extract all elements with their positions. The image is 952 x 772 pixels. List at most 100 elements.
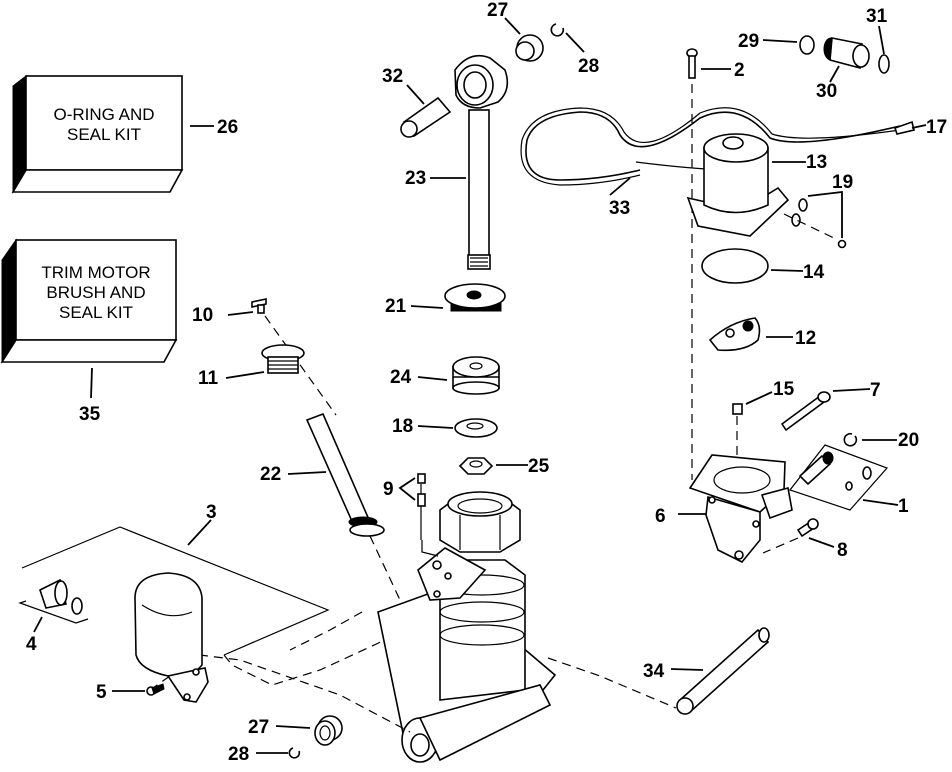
kit-label-line: TRIM MOTOR [41, 263, 150, 282]
part-tube [305, 412, 385, 537]
kit-box-face [25, 75, 183, 171]
callout-12: 12 [795, 328, 816, 349]
part-pin [400, 96, 452, 138]
callout-10: 10 [192, 305, 213, 326]
callout-27-bottom: 27 [248, 717, 269, 738]
part-plug [799, 35, 815, 55]
callout-6: 6 [655, 506, 666, 527]
callout-13: 13 [806, 152, 827, 173]
leader-line-21 [410, 305, 444, 309]
part-piston [452, 356, 500, 395]
callout-5: 5 [96, 682, 107, 703]
alignment-line [762, 537, 799, 554]
part-retaining-ring [288, 747, 301, 759]
alignment-line [421, 540, 439, 557]
callout-33: 33 [609, 198, 630, 219]
part-bushing [515, 34, 544, 62]
part-wire-harness [520, 107, 915, 186]
part-o-ring [701, 248, 769, 284]
part-clamp [791, 213, 801, 227]
part-screw [146, 683, 165, 696]
kit-box-o-ring-seal: O-RING AND SEAL KIT [11, 74, 184, 194]
callout-3: 3 [206, 502, 217, 523]
callout-22: 22 [260, 464, 281, 485]
callout-11: 11 [198, 368, 219, 389]
kit-box-face [15, 239, 177, 341]
callout-26: 26 [217, 117, 238, 138]
leader-line-4 [33, 616, 43, 633]
leader-line-28 [565, 32, 585, 53]
kit-label-line: BRUSH AND [46, 283, 145, 302]
callout-8: 8 [837, 540, 848, 561]
part-plug [261, 344, 305, 374]
callout-19: 19 [832, 172, 853, 193]
leader-line-15 [745, 391, 773, 405]
part-piston-rod [454, 54, 509, 270]
leader-line-9 [398, 477, 416, 501]
callout-14: 14 [803, 262, 825, 283]
leader-line-27-bottom [275, 725, 311, 729]
callout-24: 24 [390, 367, 412, 388]
leader-line-32 [406, 84, 425, 105]
callout-23: 23 [405, 168, 426, 189]
kit-label-line: SEAL KIT [59, 303, 133, 322]
leader-line-33 [609, 177, 631, 196]
leader-line-29 [762, 39, 798, 43]
kit-label-line: SEAL KIT [67, 125, 141, 144]
leader-line-22 [287, 471, 327, 475]
callout-21: 21 [385, 296, 407, 317]
part-valve-and-spring [417, 473, 426, 540]
alignment-line [783, 213, 839, 241]
leader-line-8 [808, 537, 835, 548]
part-cylinder-cap [444, 283, 506, 312]
part-screw [686, 48, 698, 79]
callout-7: 7 [870, 380, 881, 401]
part-fitting [18, 578, 89, 624]
part-cylinder-housing [377, 491, 557, 763]
kit-box-trim-motor-brush-seal: TRIM MOTOR BRUSH AND SEAL KIT [0, 238, 178, 364]
part-coupler [708, 317, 761, 352]
callout-18: 18 [392, 416, 413, 437]
part-valve-and-gasket [789, 444, 889, 511]
part-pump-body [688, 454, 793, 564]
leader-line-30 [829, 65, 840, 83]
part-plug [732, 403, 743, 415]
leader-line-24 [417, 376, 448, 381]
callout-31: 31 [866, 6, 888, 27]
leader-line-35 [90, 367, 93, 399]
leader-line-7 [832, 388, 871, 392]
part-nut [458, 457, 494, 475]
part-washer [454, 418, 498, 438]
callout-15: 15 [773, 379, 795, 400]
leader-line-1 [862, 499, 899, 506]
part-pin [676, 627, 770, 715]
leader-line-10 [227, 311, 254, 316]
callout-32: 32 [382, 66, 403, 87]
leader-line-34 [670, 668, 704, 671]
callout-27-top: 27 [487, 0, 508, 21]
leader-line-27 [504, 17, 521, 35]
callout-35: 35 [79, 404, 101, 425]
callout-4: 4 [26, 634, 37, 655]
part-bolt [780, 391, 831, 432]
part-screw [837, 239, 847, 249]
part-connector [823, 37, 870, 70]
leader-line-17 [911, 124, 927, 129]
leader-line-14 [770, 269, 804, 272]
part-o-ring [843, 432, 858, 447]
leader-line-31 [878, 25, 885, 55]
kit-box-bottom [11, 169, 184, 193]
leader-line-11 [225, 371, 265, 379]
alignment-line [369, 535, 401, 601]
kit-box-bottom [0, 339, 178, 363]
callout-9: 9 [383, 479, 394, 500]
callout-30: 30 [816, 81, 837, 102]
part-retaining-ring [550, 23, 565, 37]
callout-28-bottom: 28 [228, 744, 249, 765]
part-screw [251, 298, 267, 314]
part-screw [796, 518, 819, 538]
part-reservoir-group [21, 526, 411, 733]
callout-2: 2 [734, 60, 745, 81]
alignment-line [264, 315, 337, 416]
